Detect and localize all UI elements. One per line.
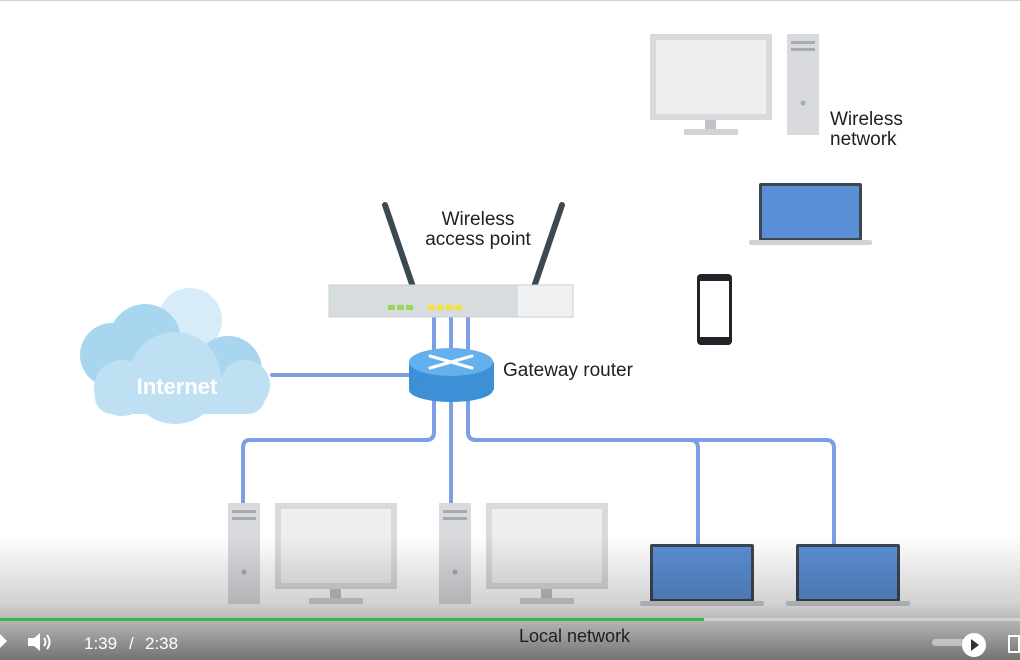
speaker-icon[interactable] <box>26 631 54 653</box>
wireless-network-label-line1: Wireless <box>830 109 903 130</box>
progress-bar[interactable] <box>0 618 1020 621</box>
cable-laptop-2 <box>688 438 836 547</box>
time-separator: / <box>129 634 134 653</box>
play-icon[interactable] <box>0 633 10 649</box>
fullscreen-icon[interactable] <box>1008 635 1020 653</box>
internet-label: Internet <box>137 374 218 399</box>
access-point-label-line1: Wireless <box>441 209 515 230</box>
wireless-network-label-line2: network <box>830 129 897 150</box>
status-led <box>437 305 444 310</box>
wireless-access-point-label: Wireless access point <box>418 210 538 250</box>
current-time: 1:39 <box>84 634 118 653</box>
status-led <box>388 305 395 310</box>
duration: 2:38 <box>145 634 179 653</box>
gateway-router-label: Gateway router <box>503 360 633 381</box>
autoplay-toggle-track[interactable] <box>932 639 970 646</box>
play-circle-icon[interactable] <box>960 631 988 659</box>
status-led <box>446 305 453 310</box>
wireless-access-point-icon <box>328 202 574 318</box>
wireless-monitor-icon <box>650 34 772 135</box>
local-network-label: Local network <box>519 626 631 646</box>
controls-gradient <box>0 535 1020 660</box>
status-led <box>428 305 435 310</box>
cable-laptop-1 <box>466 390 700 547</box>
wireless-smartphone-icon <box>697 274 732 345</box>
progress-fill <box>0 618 704 621</box>
gateway-router-icon <box>409 348 494 402</box>
status-led <box>406 305 413 310</box>
status-led <box>397 305 404 310</box>
wireless-tower-icon <box>787 34 819 135</box>
access-point-label-line2: access point <box>425 229 531 250</box>
internet-cloud-icon <box>80 288 270 424</box>
frame-border <box>0 0 1020 1</box>
wireless-network-label: Wireless network <box>830 110 903 150</box>
cables <box>241 316 836 547</box>
cable-desktop-1 <box>241 390 436 505</box>
status-led <box>455 305 462 310</box>
wireless-laptop-icon <box>749 183 872 245</box>
video-controls: 1:39 / 2:38 <box>0 618 1020 660</box>
